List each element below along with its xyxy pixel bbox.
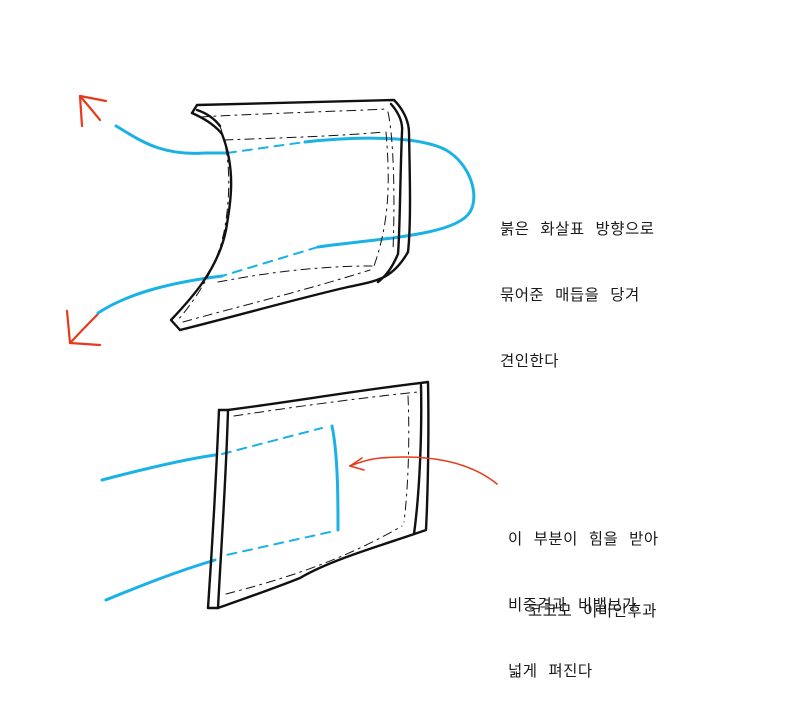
clinic-caption: 코코모 이비인후과 xyxy=(528,602,657,620)
splint-inner-dashes xyxy=(177,108,395,323)
flat-splint-figure xyxy=(100,380,498,610)
annotation-line: 비중격과 비밸브가 xyxy=(508,596,637,614)
splint-outline xyxy=(206,380,430,610)
curved-splint-figure xyxy=(65,94,476,347)
annotation-line: 견인한다 xyxy=(500,352,560,370)
annotation-line: 넓게 펴진다 xyxy=(508,662,593,680)
splint-outline xyxy=(169,98,412,332)
suture-loop xyxy=(96,124,476,315)
annotation-line: 붉은 화살표 방향으로 xyxy=(500,220,655,238)
annotation-force-area: 이 부분이 힘을 받아 비중격과 비밸브가 넓게 펴진다 xyxy=(508,484,659,704)
splint-inner-dashes xyxy=(225,391,419,595)
annotation-pull-direction: 붉은 화살표 방향으로 묶어준 매듭을 당겨 견인한다 xyxy=(500,174,655,394)
annotation-line: 이 부분이 힘을 받아 xyxy=(508,530,659,548)
annotation-line: 묶어준 매듭을 당겨 xyxy=(500,286,640,304)
arrow-left-icon xyxy=(349,456,498,485)
arrow-down-left-icon xyxy=(65,309,102,347)
arrow-up-left-icon xyxy=(78,94,108,128)
suture-loop xyxy=(100,424,340,602)
